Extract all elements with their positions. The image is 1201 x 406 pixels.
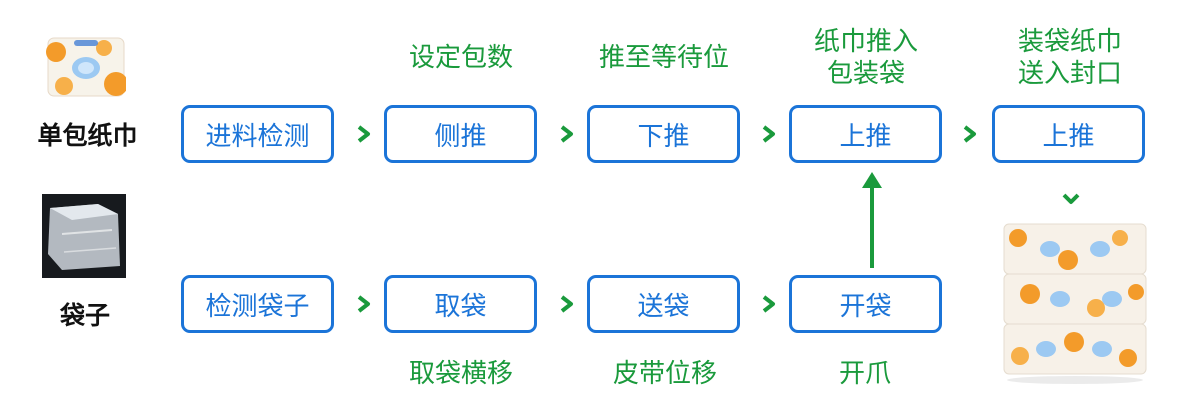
step-box-send-bag: 送袋 [587, 275, 740, 333]
chevron-right-icon [560, 125, 573, 143]
step-box-bag-inspection: 检测袋子 [181, 275, 334, 333]
label-push-to-wait: 推至等待位 [598, 43, 729, 73]
label-tissue-into-bag: 纸巾推入 包装袋 [813, 27, 918, 89]
arrow-up-icon [862, 172, 882, 268]
step-box-open-bag: 开袋 [789, 275, 942, 333]
label-set-count: 设定包数 [408, 43, 513, 73]
chevron-right-icon [560, 295, 573, 313]
chevron-down-icon [1062, 193, 1080, 204]
label-bag-traverse: 取袋横移 [408, 359, 513, 389]
label-belt-shift: 皮带位移 [612, 359, 717, 389]
step-box-push-up: 上推 [789, 105, 942, 163]
step-box-push-up-final: 上推 [992, 105, 1145, 163]
chevron-right-icon [357, 295, 370, 313]
step-box-side-push: 侧推 [384, 105, 537, 163]
source-label-tissue: 单包纸巾 [37, 121, 138, 150]
chevron-right-icon [762, 125, 775, 143]
step-box-feed-inspection: 进料检测 [181, 105, 334, 163]
plastic-bag-image [42, 194, 126, 278]
label-bagged-to-seal: 装袋纸巾 送入封口 [1017, 27, 1122, 89]
chevron-right-icon [357, 125, 370, 143]
packed-tissue-stack-image [1000, 216, 1150, 386]
chevron-right-icon [762, 295, 775, 313]
source-label-bag: 袋子 [59, 301, 110, 330]
step-box-take-bag: 取袋 [384, 275, 537, 333]
label-open-claw: 开爪 [838, 359, 891, 389]
tissue-pack-image [46, 34, 126, 100]
chevron-right-icon [963, 125, 976, 143]
step-box-push-down: 下推 [587, 105, 740, 163]
